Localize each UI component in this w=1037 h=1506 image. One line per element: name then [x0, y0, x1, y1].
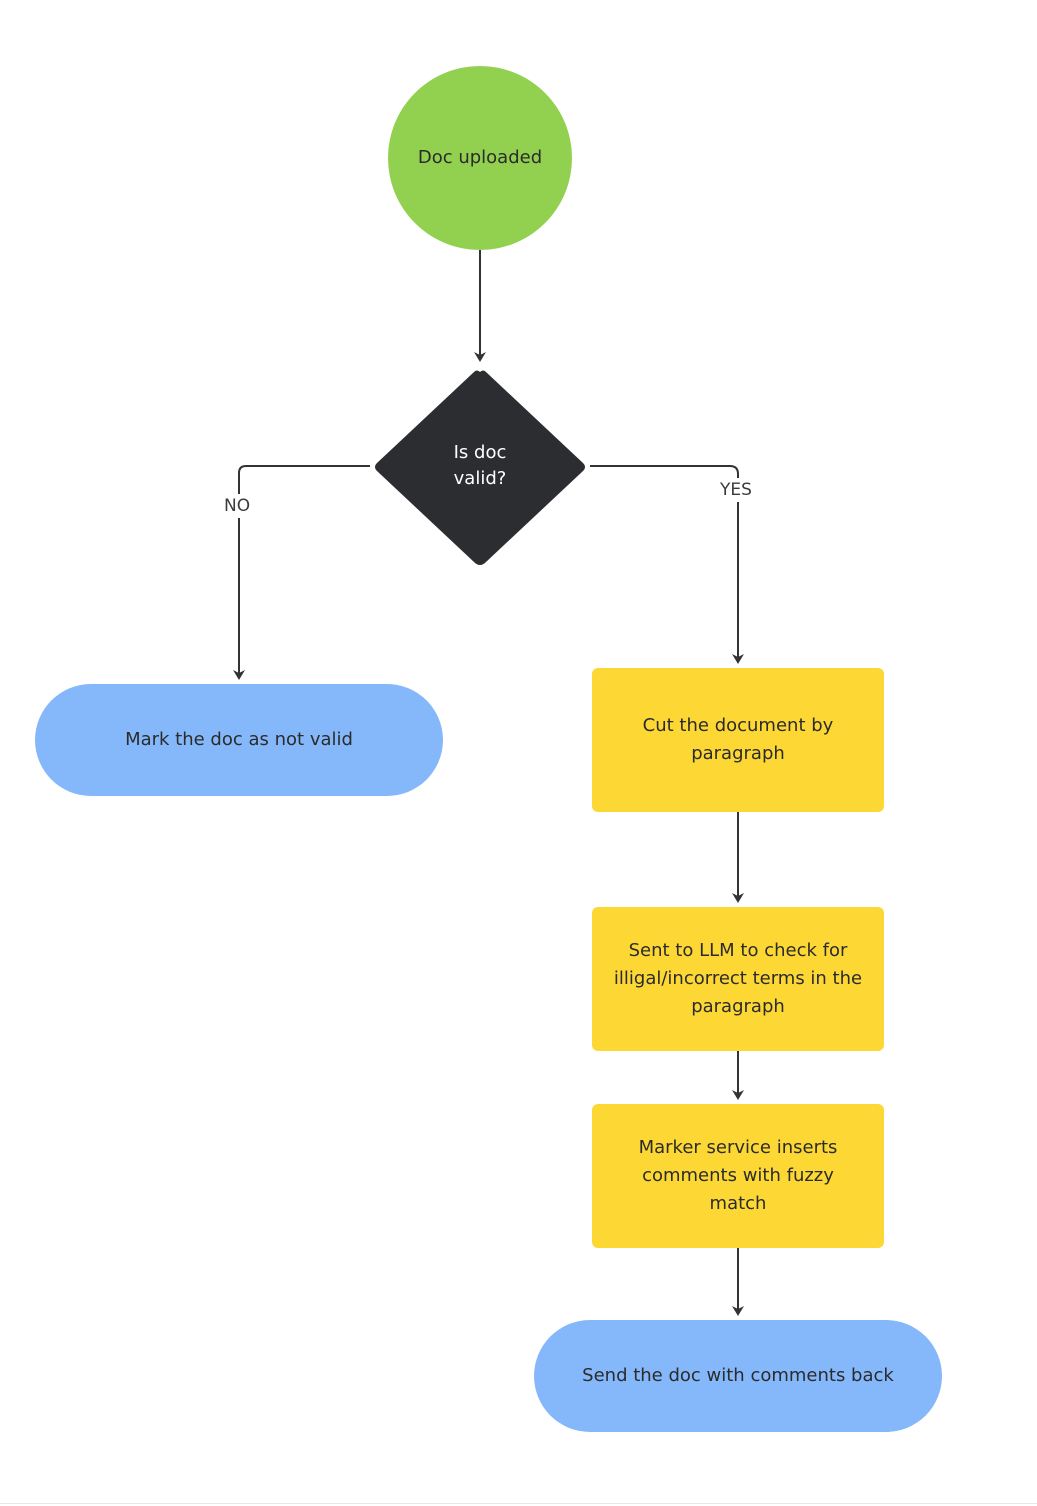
edge-decision-to-step1	[590, 465, 744, 664]
not-valid-node: Mark the doc as not valid	[35, 684, 443, 796]
not-valid-node-label: Mark the doc as not valid	[125, 729, 353, 750]
step-cut-paragraphs-node: Cut the document by paragraph	[592, 668, 884, 812]
bottom-divider	[0, 1503, 1037, 1504]
start-node: Doc uploaded	[388, 66, 572, 250]
no-branch-label: NO	[224, 494, 251, 518]
step-llm-check-node: Sent to LLM to check for illigal/incorre…	[592, 907, 884, 1051]
edge-decision-to-not-valid	[233, 465, 370, 680]
step-llm-check-label: Sent to LLM to check for illigal/incorre…	[613, 940, 863, 1017]
step-marker-service-label: Marker service inserts comments with fuz…	[638, 1137, 838, 1214]
decision-node-label: Is doc valid?	[453, 442, 507, 489]
yes-branch-label: YES	[720, 478, 752, 502]
start-node-label: Doc uploaded	[417, 147, 543, 168]
end-node: Send the doc with comments back	[534, 1320, 942, 1432]
decision-node: Is doc valid?	[420, 436, 540, 496]
step-cut-paragraphs-label: Cut the document by paragraph	[642, 715, 834, 764]
decision-diamond	[375, 370, 585, 565]
step-marker-service-node: Marker service inserts comments with fuz…	[592, 1104, 884, 1248]
end-node-label: Send the doc with comments back	[582, 1365, 894, 1386]
